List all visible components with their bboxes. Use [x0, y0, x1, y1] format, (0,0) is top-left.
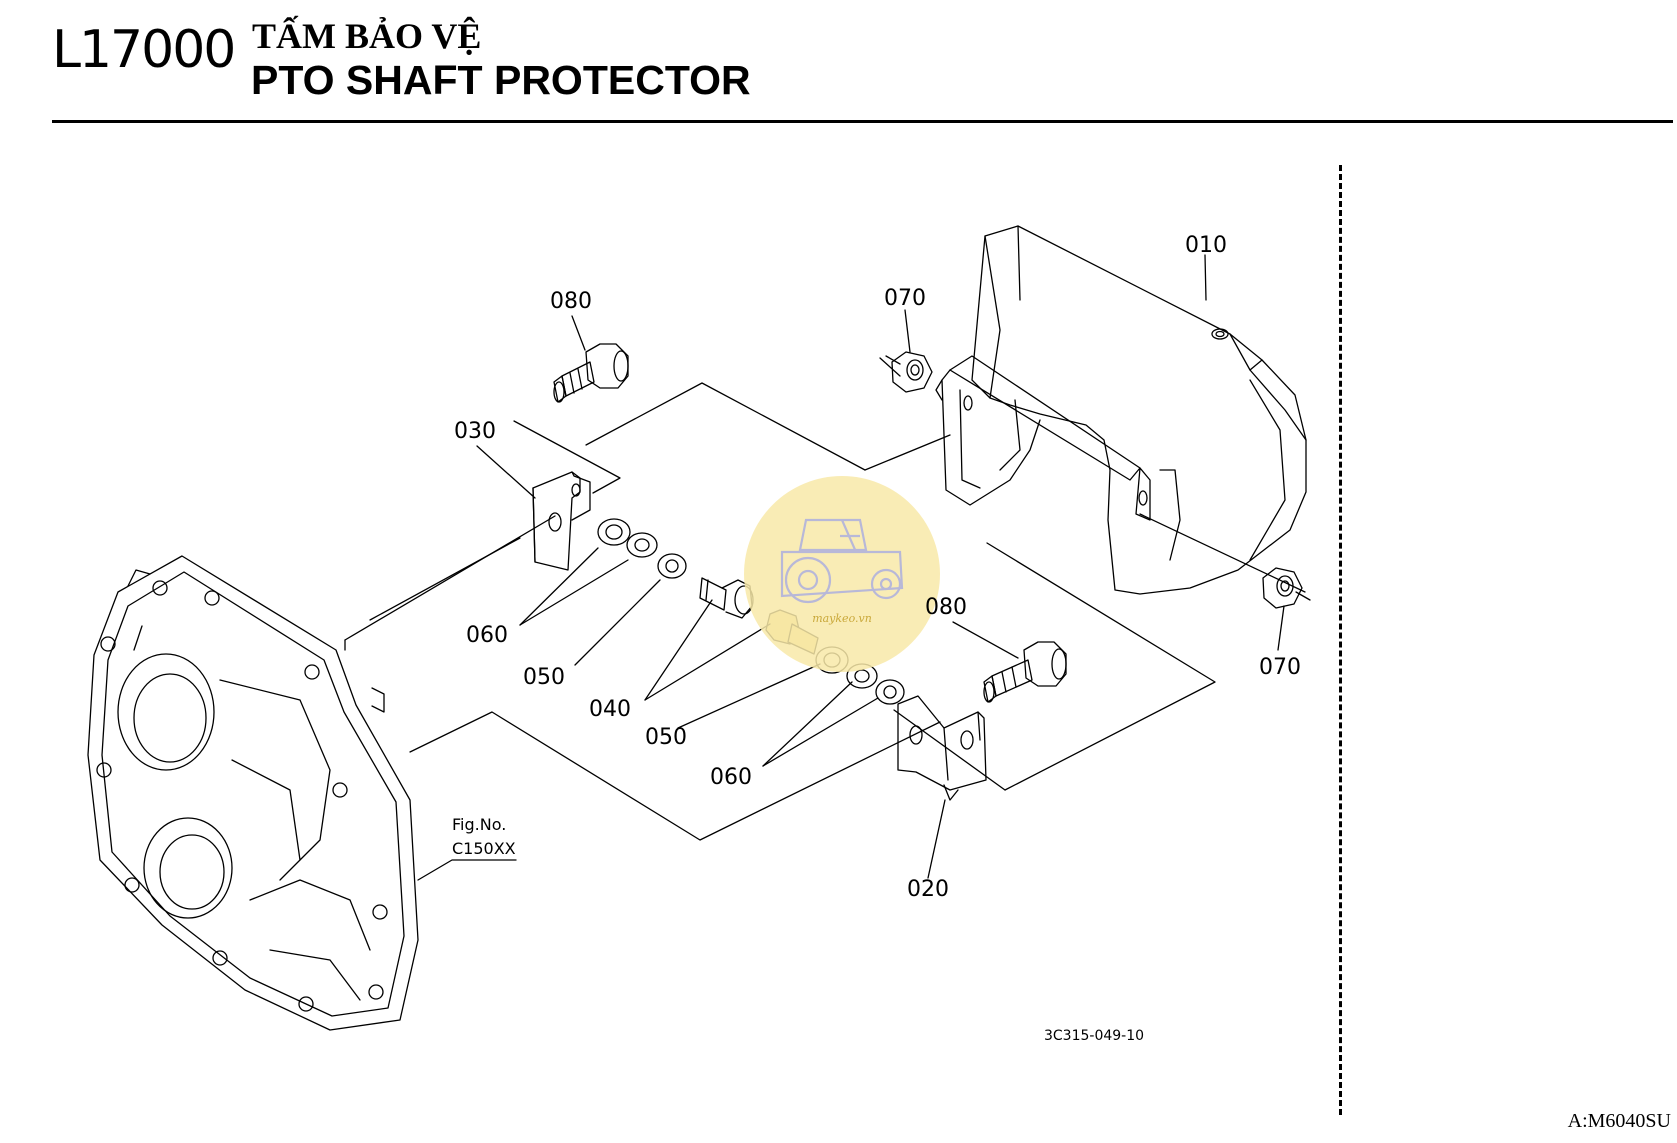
callout-070-bottom: 070	[1259, 655, 1301, 680]
transmission-housing	[87, 555, 419, 1031]
callout-050-top: 050	[523, 665, 565, 690]
section-code: L17000	[52, 20, 236, 80]
title-vietnamese: TẤM BẢO VỆ	[252, 16, 482, 56]
callout-080-top: 080	[550, 289, 592, 314]
watermark-logo: maykeo.vn	[744, 476, 940, 672]
watermark-text: maykeo.vn	[812, 612, 872, 625]
page-reference: A:M6040SU	[1567, 1110, 1671, 1132]
header-rule	[52, 120, 1673, 123]
callout-060-top: 060	[466, 623, 508, 648]
callout-070-top: 070	[884, 286, 926, 311]
pto-guard-part-010	[935, 225, 1307, 595]
bolt-part-080-right	[983, 641, 1067, 703]
bracket-part-030	[532, 471, 591, 571]
callout-020: 020	[907, 877, 949, 902]
washer-stack-upper	[597, 518, 754, 619]
callout-060-bottom: 060	[710, 765, 752, 790]
nut-part-070-top	[885, 351, 933, 393]
tractor-icon	[780, 518, 904, 604]
figure-reference-label: Fig.No.	[452, 815, 506, 834]
callout-080-right: 080	[925, 595, 967, 620]
nut-part-070-bottom	[1262, 567, 1311, 609]
bracket-part-020	[897, 695, 987, 801]
callout-leaders	[417, 254, 1285, 881]
bolt-part-080-top	[553, 343, 629, 403]
title-english: PTO SHAFT PROTECTOR	[251, 57, 751, 103]
assembly-guide-lines	[344, 357, 1306, 841]
page-divider-dashed-line	[1339, 165, 1342, 1115]
callout-010: 010	[1185, 233, 1227, 258]
callout-050-bottom: 050	[645, 725, 687, 750]
callout-030: 030	[454, 419, 496, 444]
drawing-number: 3C315-049-10	[1044, 1028, 1144, 1044]
figure-reference-number: C150XX	[452, 839, 516, 858]
callout-040: 040	[589, 697, 631, 722]
